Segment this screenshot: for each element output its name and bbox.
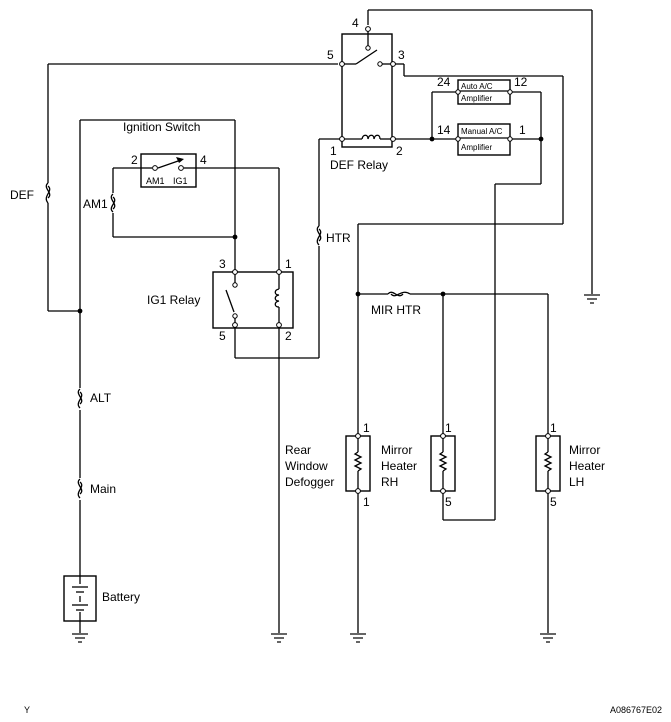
rear-defogger-pin-bottom: 1 [363,495,370,509]
rear-defogger-label-3: Defogger [285,475,334,489]
fuse-main: Main [75,478,116,500]
rear-defogger-label-1: Rear [285,443,311,457]
mirror-heater-lh: 1 5 Mirror Heater LH [535,421,605,509]
ground-icon [584,294,600,304]
def-relay-pin-2: 2 [396,144,403,158]
footer-left-mark: Y [24,705,30,715]
mirror-rh-label-3: RH [381,475,398,489]
auto-ac-pin-12: 12 [514,75,528,89]
ground-icon [72,633,88,643]
ground-icon [540,633,556,643]
fuse-alt-label: ALT [90,391,112,405]
def-relay-pin-4: 4 [352,16,359,30]
ground-icon [350,633,366,643]
fuse-am1-label: AM1 [83,197,108,211]
ig1-relay-pin-3: 3 [219,257,226,271]
manual-ac-pin-14: 14 [437,123,451,137]
rear-defogger-label-2: Window [285,459,328,473]
ignition-switch: Ignition Switch AM1 IG1 2 4 [123,120,207,188]
battery: Battery [63,575,140,633]
rear-window-defogger: 1 1 Rear Window Defogger [285,421,371,509]
rear-defogger-pin-top: 1 [363,421,370,435]
fuse-main-label: Main [90,482,116,496]
ignition-switch-label: Ignition Switch [123,120,200,134]
mirror-lh-pin-top: 1 [550,421,557,435]
manual-ac-pin-1: 1 [519,123,526,137]
auto-ac-pin-24: 24 [437,75,451,89]
mirror-heater-rh: 1 5 Mirror Heater RH [381,421,456,509]
auto-ac-title: Auto A/C [461,82,493,91]
ig1-relay-pin-2: 2 [285,329,292,343]
fuse-am1: AM1 [83,193,118,213]
ig1-relay: 3 1 5 2 IG1 Relay [147,257,294,343]
mirror-lh-label-2: Heater [569,459,605,473]
fuse-mir-htr: MIR HTR [371,291,421,317]
ignition-contact-am1: AM1 [146,176,165,186]
def-relay-pin-1: 1 [330,144,337,158]
mirror-rh-label-1: Mirror [381,443,412,457]
mirror-rh-pin-bottom: 5 [445,495,452,509]
ig1-relay-pin-5: 5 [219,329,226,343]
def-relay: 4 5 3 1 2 DEF Relay [327,16,405,172]
ignition-contact-ig1: IG1 [173,176,188,186]
fuse-mir-htr-label: MIR HTR [371,303,421,317]
ignition-pin-2: 2 [131,153,138,167]
manual-ac-subtitle: Amplifier [461,143,492,152]
fuse-alt: ALT [75,388,112,410]
ig1-relay-label: IG1 Relay [147,293,200,307]
battery-label: Battery [102,590,140,604]
ignition-pin-4: 4 [200,153,207,167]
ig1-relay-pin-1: 1 [285,257,292,271]
mirror-rh-pin-top: 1 [445,421,452,435]
ground-symbols [72,294,600,643]
junction-dots [77,136,544,314]
fuse-htr-label: HTR [326,231,351,245]
fuse-def-label: DEF [10,188,34,202]
figure-code: A086767E02 [610,705,662,715]
mirror-lh-label-1: Mirror [569,443,600,457]
manual-ac-amplifier: Manual A/C Amplifier 14 1 [437,123,526,156]
ground-icon [271,633,287,643]
mirror-rh-label-2: Heater [381,459,417,473]
def-relay-label: DEF Relay [330,158,388,172]
manual-ac-title: Manual A/C [461,127,503,136]
def-relay-pin-3: 3 [398,48,405,62]
auto-ac-amplifier: Auto A/C Amplifier 24 12 [437,75,528,105]
fuse-def: DEF [10,182,53,204]
wires [47,9,593,633]
auto-ac-subtitle: Amplifier [461,94,492,103]
def-relay-pin-5: 5 [327,48,334,62]
fuse-htr: HTR [314,225,351,246]
mirror-lh-label-3: LH [569,475,584,489]
mirror-lh-pin-bottom: 5 [550,495,557,509]
